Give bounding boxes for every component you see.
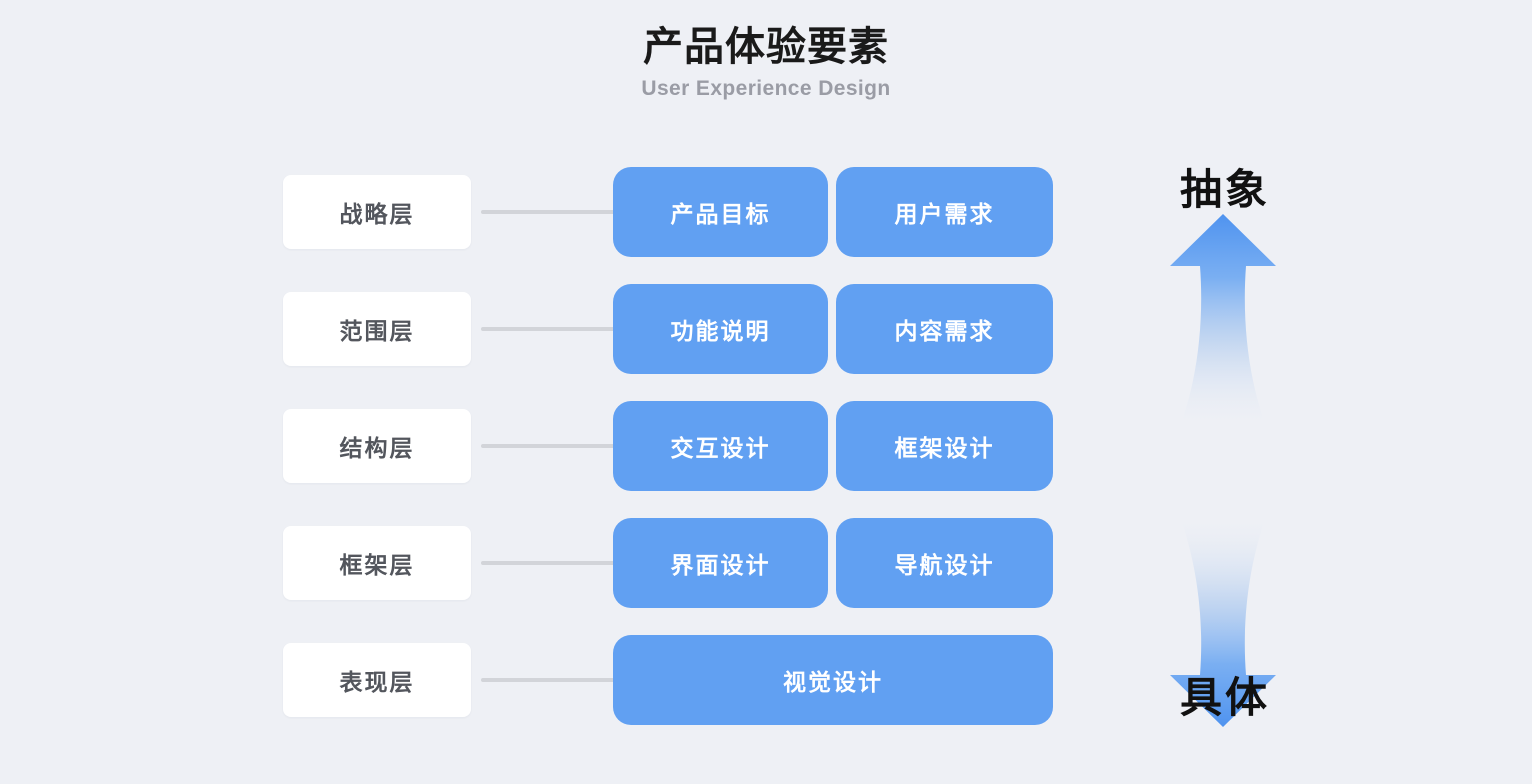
- diagram-row-scope: 范围层 功能说明 内容需求: [283, 284, 1053, 374]
- element-label: 框架设计: [894, 435, 995, 461]
- element-card-functional-spec[interactable]: 功能说明: [613, 284, 828, 374]
- diagram-row-strategy: 战略层 产品目标 用户需求: [283, 167, 1053, 257]
- layer-label: 战略层: [339, 201, 415, 227]
- element-card-product-goal[interactable]: 产品目标: [613, 167, 828, 257]
- layer-label: 表现层: [339, 669, 415, 695]
- layer-card-structure[interactable]: 结构层: [283, 409, 471, 483]
- element-label: 功能说明: [670, 318, 771, 344]
- layer-card-scope[interactable]: 范围层: [283, 292, 471, 366]
- arrow-up-icon: [1158, 210, 1288, 430]
- element-card-interface-design[interactable]: 界面设计: [613, 518, 828, 608]
- layer-label: 结构层: [339, 435, 415, 461]
- abstraction-axis: 抽象: [1130, 150, 1320, 750]
- element-card-framework-design[interactable]: 框架设计: [836, 401, 1053, 491]
- element-label: 交互设计: [670, 435, 771, 461]
- element-card-visual-design[interactable]: 视觉设计: [613, 635, 1053, 725]
- page-title: 产品体验要素: [643, 25, 889, 69]
- element-card-user-needs[interactable]: 用户需求: [836, 167, 1053, 257]
- page-header: 产品体验要素 User Experience Design: [0, 22, 1532, 104]
- element-card-interaction-design[interactable]: 交互设计: [613, 401, 828, 491]
- element-card-navigation-design[interactable]: 导航设计: [836, 518, 1053, 608]
- diagram-row-structure: 结构层 交互设计 框架设计: [283, 401, 1053, 491]
- element-card-content-requirements[interactable]: 内容需求: [836, 284, 1053, 374]
- layer-label: 框架层: [339, 552, 415, 578]
- layer-card-surface[interactable]: 表现层: [283, 643, 471, 717]
- element-label: 导航设计: [894, 552, 995, 578]
- element-label: 用户需求: [894, 201, 995, 227]
- diagram-row-surface: 表现层 视觉设计: [283, 635, 1053, 725]
- layer-card-strategy[interactable]: 战略层: [283, 175, 471, 249]
- element-label: 视觉设计: [783, 669, 883, 695]
- axis-label-abstract: 抽象: [1179, 166, 1270, 213]
- arrow-down-icon: [1158, 515, 1288, 730]
- element-label: 界面设计: [670, 552, 771, 578]
- page-subtitle: User Experience Design: [641, 77, 891, 100]
- axis-label-concrete: 具体: [1179, 674, 1270, 721]
- layer-label: 范围层: [339, 318, 415, 344]
- layer-card-skeleton[interactable]: 框架层: [283, 526, 471, 600]
- element-label: 内容需求: [894, 318, 995, 344]
- diagram-row-skeleton: 框架层 界面设计 导航设计: [283, 518, 1053, 608]
- element-label: 产品目标: [670, 201, 771, 227]
